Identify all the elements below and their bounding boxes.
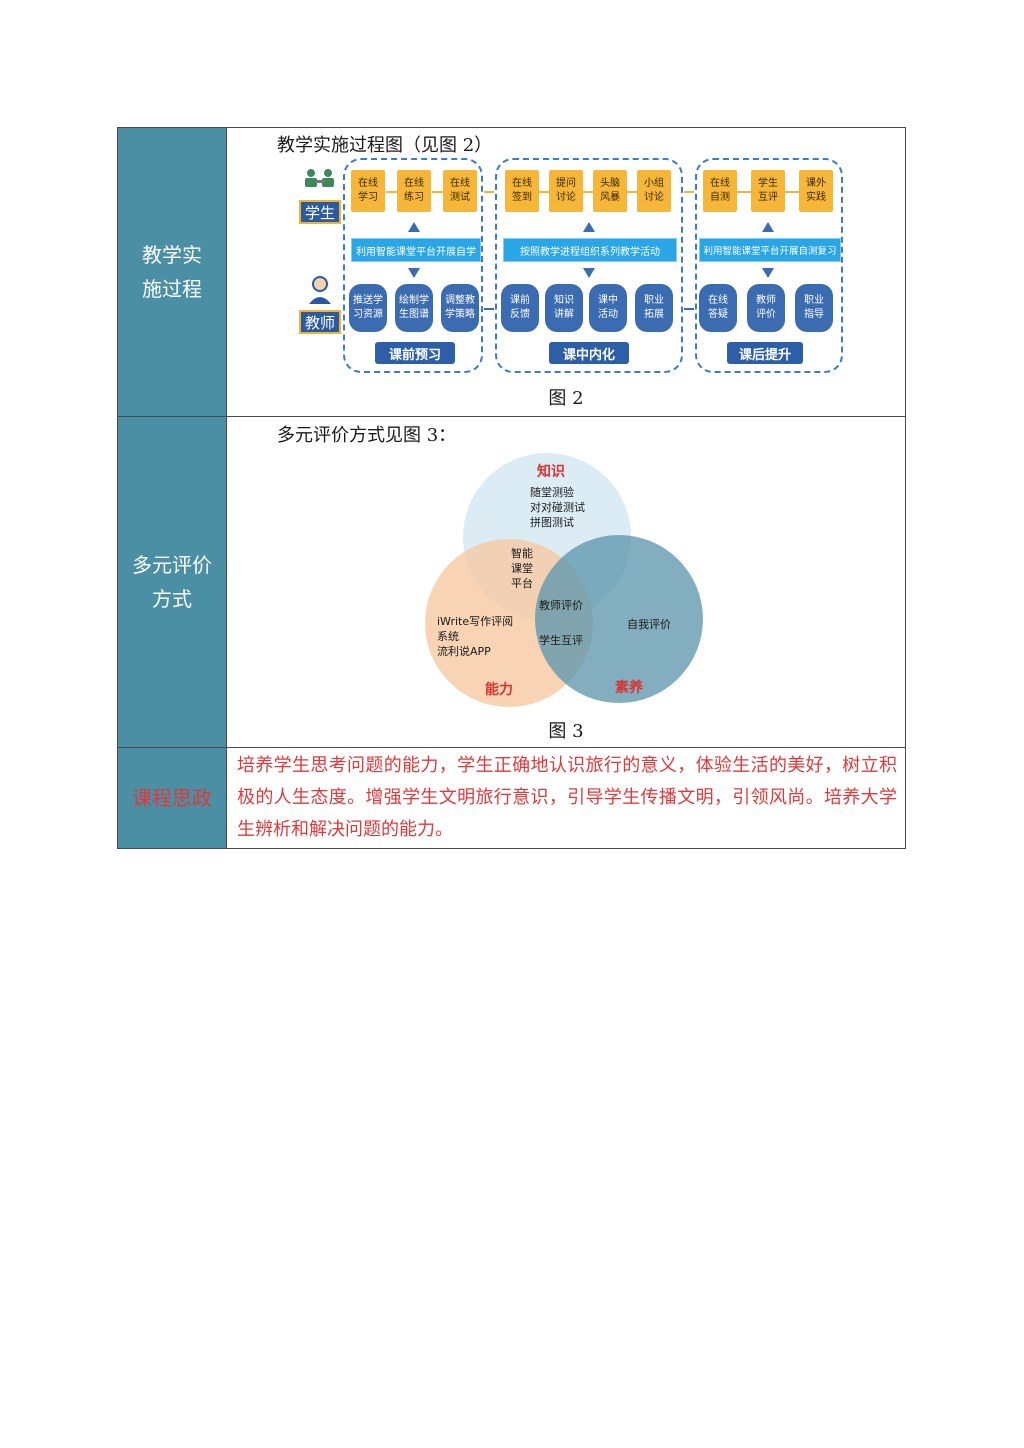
step-peer-review: 学生 互评 <box>751 170 785 212</box>
phase2-bar: 按照教学进程组织系列教学活动 <box>503 238 677 262</box>
teacher-role-icon <box>307 276 333 304</box>
row-teaching-process: 教学实 施过程 教学实施过程图（见图 2） 学生 教师 在线 学习 在线 练习 <box>118 128 905 416</box>
step-career-extension: 职业 拓展 <box>635 284 673 332</box>
overlap-peer-evaluation: 学生互评 <box>539 634 583 647</box>
row-label-evaluation: 多元评价 方式 <box>118 417 227 747</box>
ability-items: iWrite写作评阅 系统 流利说APP <box>437 615 514 658</box>
row-label-ideological: 课程思政 <box>118 748 227 848</box>
step-in-class-activity: 课中 活动 <box>589 284 627 332</box>
student-role-icon <box>303 168 337 188</box>
step-adjust-strategy: 调整教 学策略 <box>441 284 479 332</box>
phase-pre-class <box>343 158 483 373</box>
step-teacher-evaluation: 教师 评价 <box>747 284 785 332</box>
student-role-label: 学生 <box>299 200 341 224</box>
step-online-test: 在线 测试 <box>443 170 477 212</box>
step-online-learning: 在线 学习 <box>351 170 385 212</box>
knowledge-items: 随堂测验 对对碰测试 拼图测试 <box>530 486 585 529</box>
step-group-discuss: 小组 讨论 <box>637 170 671 212</box>
phase-post-class <box>695 158 843 373</box>
figure-3-caption: 多元评价方式见图 3： <box>277 425 457 446</box>
literacy-items: 自我评价 <box>627 618 671 631</box>
step-knowledge-explain: 知识 讲解 <box>545 284 583 332</box>
figure-3-label: 图 3 <box>548 721 584 742</box>
row-content-ideological: 培养学生思考问题的能力，学生正确地认识旅行的意义，体验生活的美好，树立积极的人生… <box>227 748 905 848</box>
step-online-selftest: 在线 自测 <box>703 170 737 212</box>
overlap-smart-classroom: 智能 课堂 平台 <box>511 547 533 590</box>
knowledge-title: 知识 <box>537 464 565 480</box>
row-content-evaluation: 多元评价方式见图 3： 知识 随堂测验 对对碰测试 拼图测试 智能 课堂 平台 … <box>227 417 905 747</box>
phase1-bar: 利用智能课堂平台开展自学 <box>351 238 481 262</box>
evaluation-venn-diagram: 知识 随堂测验 对对碰测试 拼图测试 智能 课堂 平台 教师评价 学生互评 iW… <box>423 453 723 713</box>
step-online-signin: 在线 签到 <box>505 170 539 212</box>
step-online-qa: 在线 答疑 <box>699 284 737 332</box>
figure-2-caption: 教学实施过程图（见图 2） <box>277 135 493 156</box>
ability-title: 能力 <box>485 682 513 698</box>
step-online-practice: 在线 练习 <box>397 170 431 212</box>
row-label-teaching-process: 教学实 施过程 <box>118 128 227 416</box>
step-outside-practice: 课外 实践 <box>799 170 833 212</box>
figure-2-label: 图 2 <box>548 388 584 409</box>
ideological-text: 培养学生思考问题的能力，学生正确地认识旅行的意义，体验生活的美好，树立积极的人生… <box>237 755 897 840</box>
step-brainstorm: 头脑 风暴 <box>593 170 627 212</box>
teacher-role-label: 教师 <box>299 310 341 334</box>
step-pre-class-feedback: 课前 反馈 <box>501 284 539 332</box>
phase2-label: 课中内化 <box>549 342 629 364</box>
course-table: 教学实 施过程 教学实施过程图（见图 2） 学生 教师 在线 学习 在线 练习 <box>117 127 906 849</box>
step-draw-student-map: 绘制学 生图谱 <box>395 284 433 332</box>
row-content-teaching-process: 教学实施过程图（见图 2） 学生 教师 在线 学习 在线 练习 在线 测试 <box>227 128 905 416</box>
phase-in-class <box>495 158 683 373</box>
step-career-guidance: 职业 指导 <box>795 284 833 332</box>
literacy-title: 素养 <box>615 680 643 696</box>
step-question-discuss: 提问 讨论 <box>549 170 583 212</box>
row-ideological: 课程思政 培养学生思考问题的能力，学生正确地认识旅行的意义，体验生活的美好，树立… <box>118 747 905 848</box>
phase1-label: 课前预习 <box>375 342 455 364</box>
literacy-circle <box>535 535 703 703</box>
step-push-resources: 推送学 习资源 <box>349 284 387 332</box>
phase3-label: 课后提升 <box>727 342 803 364</box>
row-evaluation: 多元评价 方式 多元评价方式见图 3： 知识 随堂测验 对对碰测试 拼图测试 智… <box>118 416 905 747</box>
phase3-bar: 利用智能课堂平台开展自测复习 <box>699 238 841 262</box>
overlap-teacher-evaluation: 教师评价 <box>539 599 583 612</box>
teaching-flow-diagram: 学生 教师 在线 学习 在线 练习 在线 测试 利用智能课堂平台开展自学 推送学… <box>295 158 845 378</box>
